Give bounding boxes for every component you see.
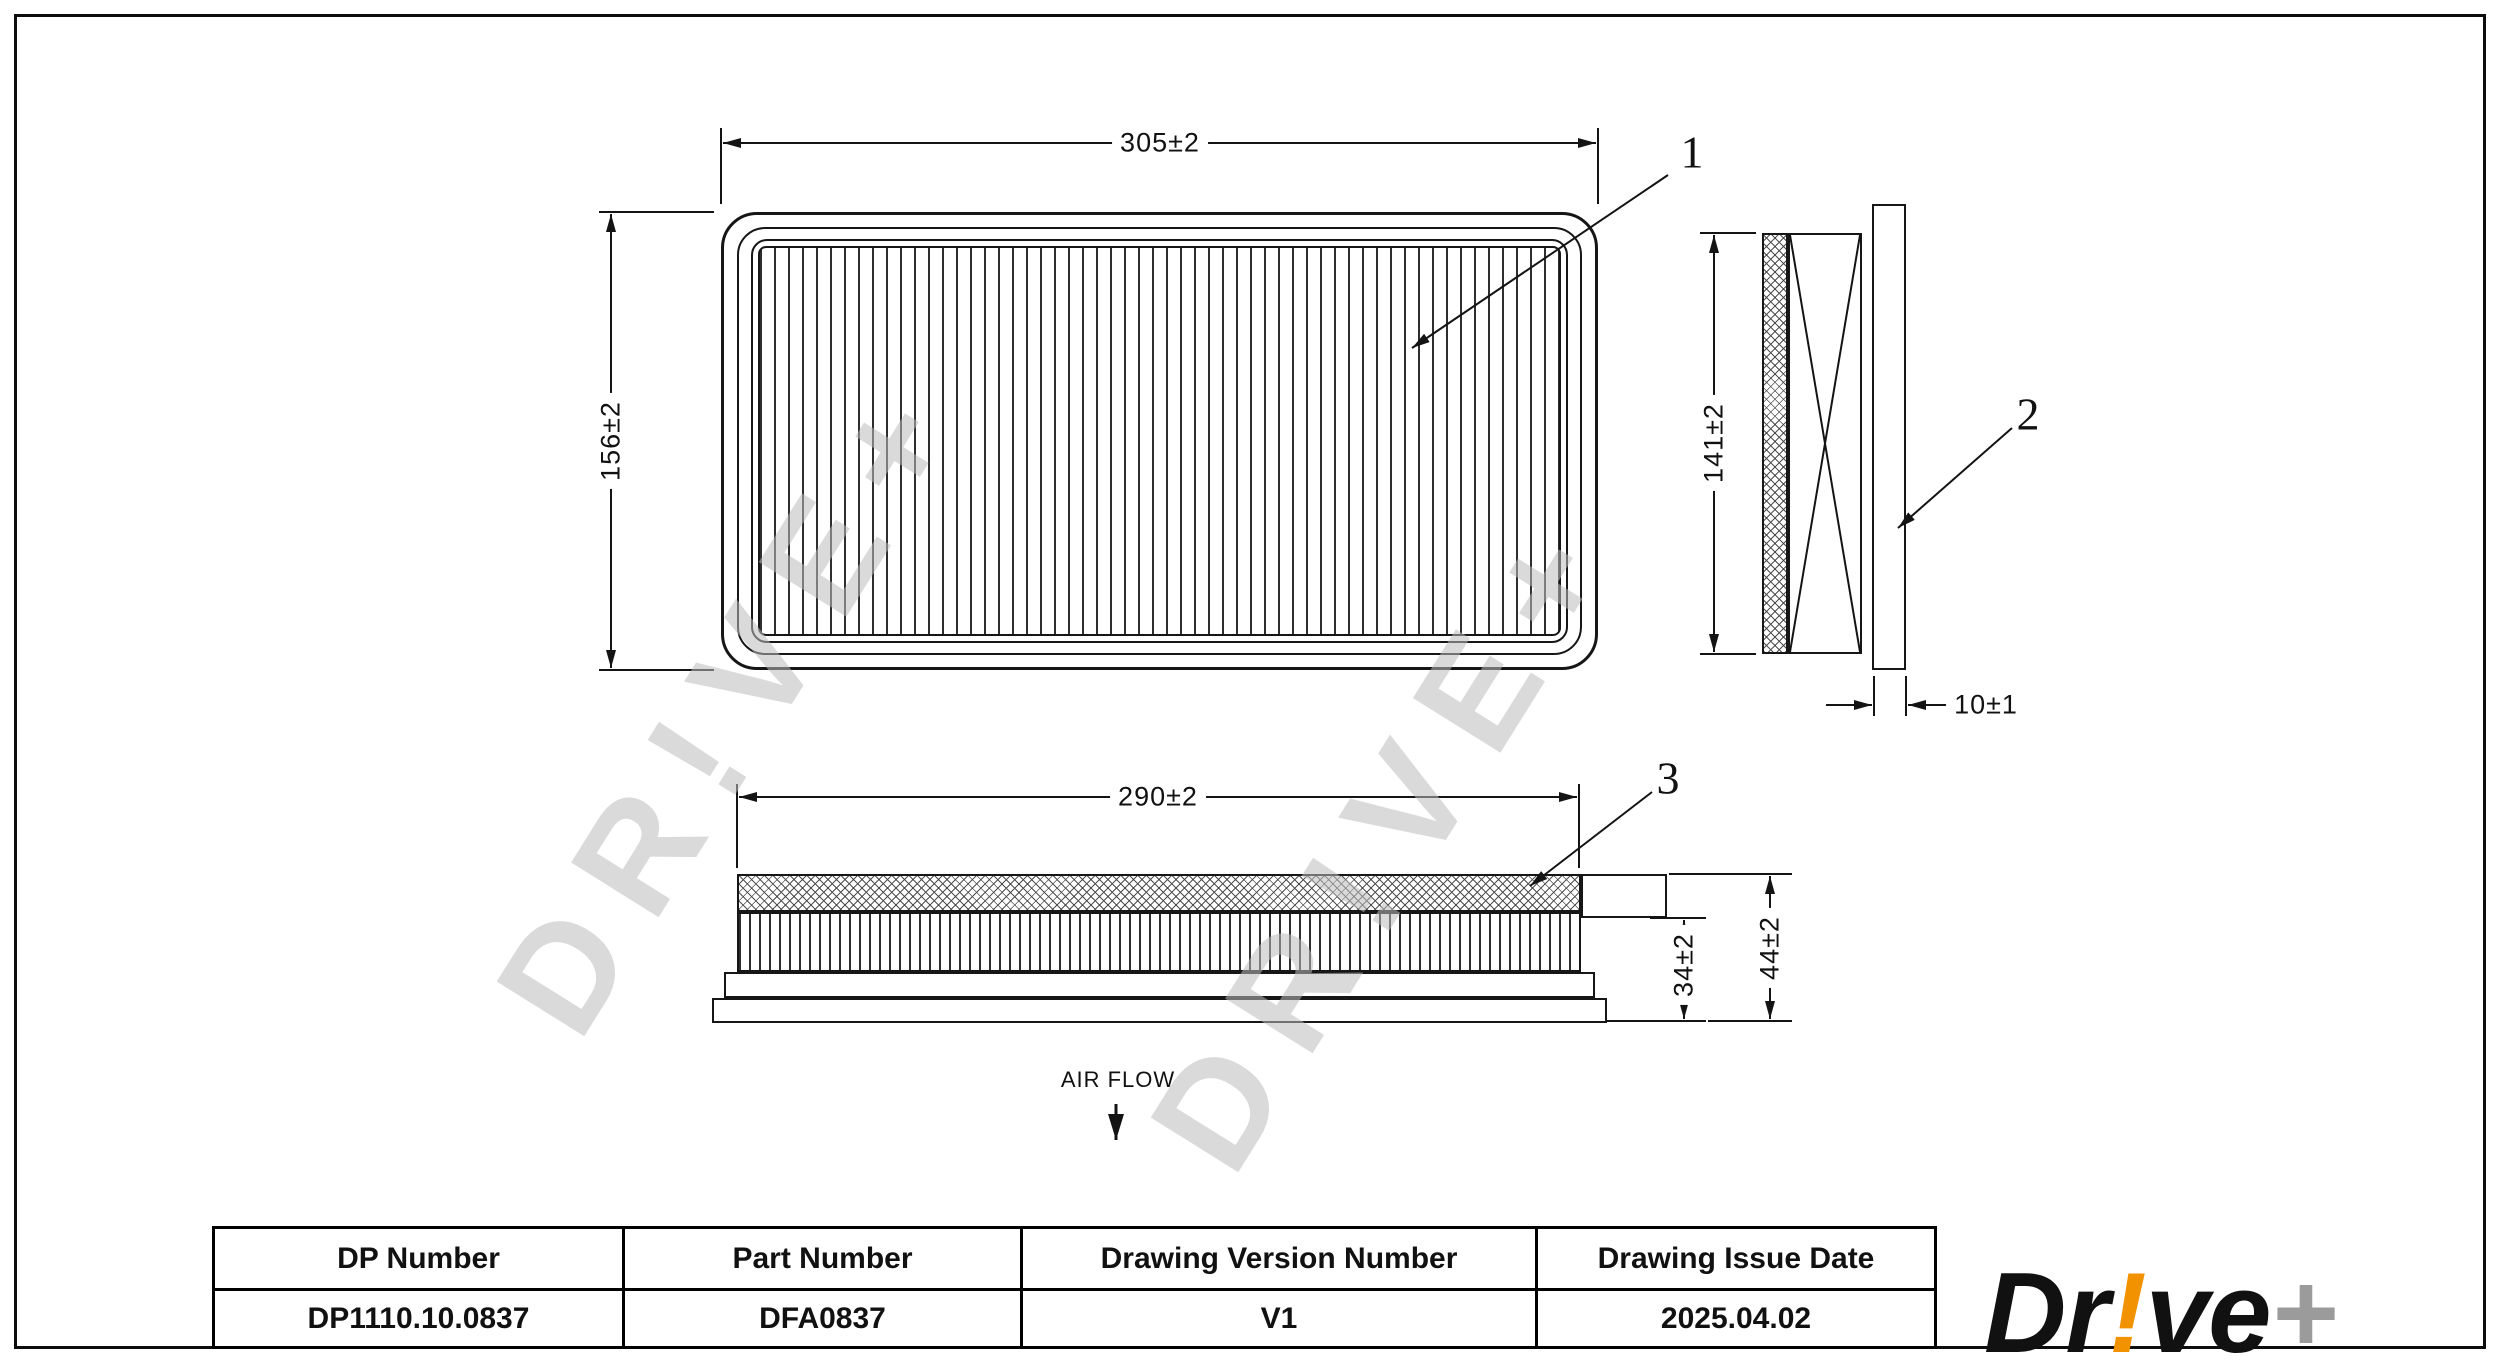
callout-3: 3 — [1656, 752, 1680, 804]
seal-lip — [1581, 874, 1667, 918]
media-section-hatch — [1762, 233, 1788, 654]
air-flow-label: AIR FLOW — [1060, 1067, 1176, 1092]
part-number-value: DFA0837 — [622, 1288, 1023, 1349]
drawing-version-header: Drawing Version Number — [1020, 1226, 1538, 1291]
dim-label-front-body-height: 34±2 — [1668, 925, 1700, 1005]
part-number-header: Part Number — [622, 1226, 1023, 1291]
title-block: DP Number Part Number Drawing Version Nu… — [212, 1226, 1937, 1349]
logo-plus-icon: + — [2270, 1250, 2337, 1363]
filter-inner-frame-1 — [737, 227, 1582, 655]
dp-number-value: DP1110.10.0837 — [212, 1288, 625, 1349]
issue-date-header: Drawing Issue Date — [1535, 1226, 1937, 1291]
base-step-1 — [724, 972, 1595, 998]
dim-label-top-width: 305±2 — [1112, 127, 1208, 159]
side-flange — [1872, 204, 1906, 670]
base-step-2 — [712, 998, 1607, 1023]
logo-exclamation: ! — [2108, 1250, 2147, 1363]
side-body-box — [1788, 233, 1862, 654]
dim-label-side-depth: 10±1 — [1946, 689, 2026, 721]
filter-inner-frame-2 — [751, 239, 1568, 643]
filter-pleats-area — [758, 246, 1561, 636]
front-pleats-area — [737, 912, 1581, 972]
dp-number-header: DP Number — [212, 1226, 625, 1291]
issue-date-value: 2025.04.02 — [1535, 1288, 1937, 1349]
drawing-version-value: V1 — [1020, 1288, 1538, 1349]
filter-outer-frame — [721, 212, 1598, 670]
title-block-header-row: DP Number Part Number Drawing Version Nu… — [212, 1226, 1937, 1291]
dim-label-side-height: 141±2 — [1698, 395, 1730, 491]
callout-1: 1 — [1680, 126, 1704, 178]
title-block-value-row: DP1110.10.0837 DFA0837 V1 2025.04.02 — [212, 1288, 1937, 1349]
callout-2: 2 — [2016, 388, 2040, 440]
sheet-border — [14, 14, 2486, 1349]
logo-part-dr: Dr — [1984, 1250, 2110, 1363]
dim-label-front-width: 290±2 — [1110, 781, 1206, 813]
dim-label-front-total-height: 44±2 — [1754, 908, 1786, 988]
dim-label-top-height: 156±2 — [595, 393, 627, 489]
drive-plus-logo: Dr!ve+ — [1984, 1248, 2337, 1363]
logo-part-ve: ve — [2145, 1250, 2272, 1363]
seal-band-hatch — [737, 874, 1581, 912]
